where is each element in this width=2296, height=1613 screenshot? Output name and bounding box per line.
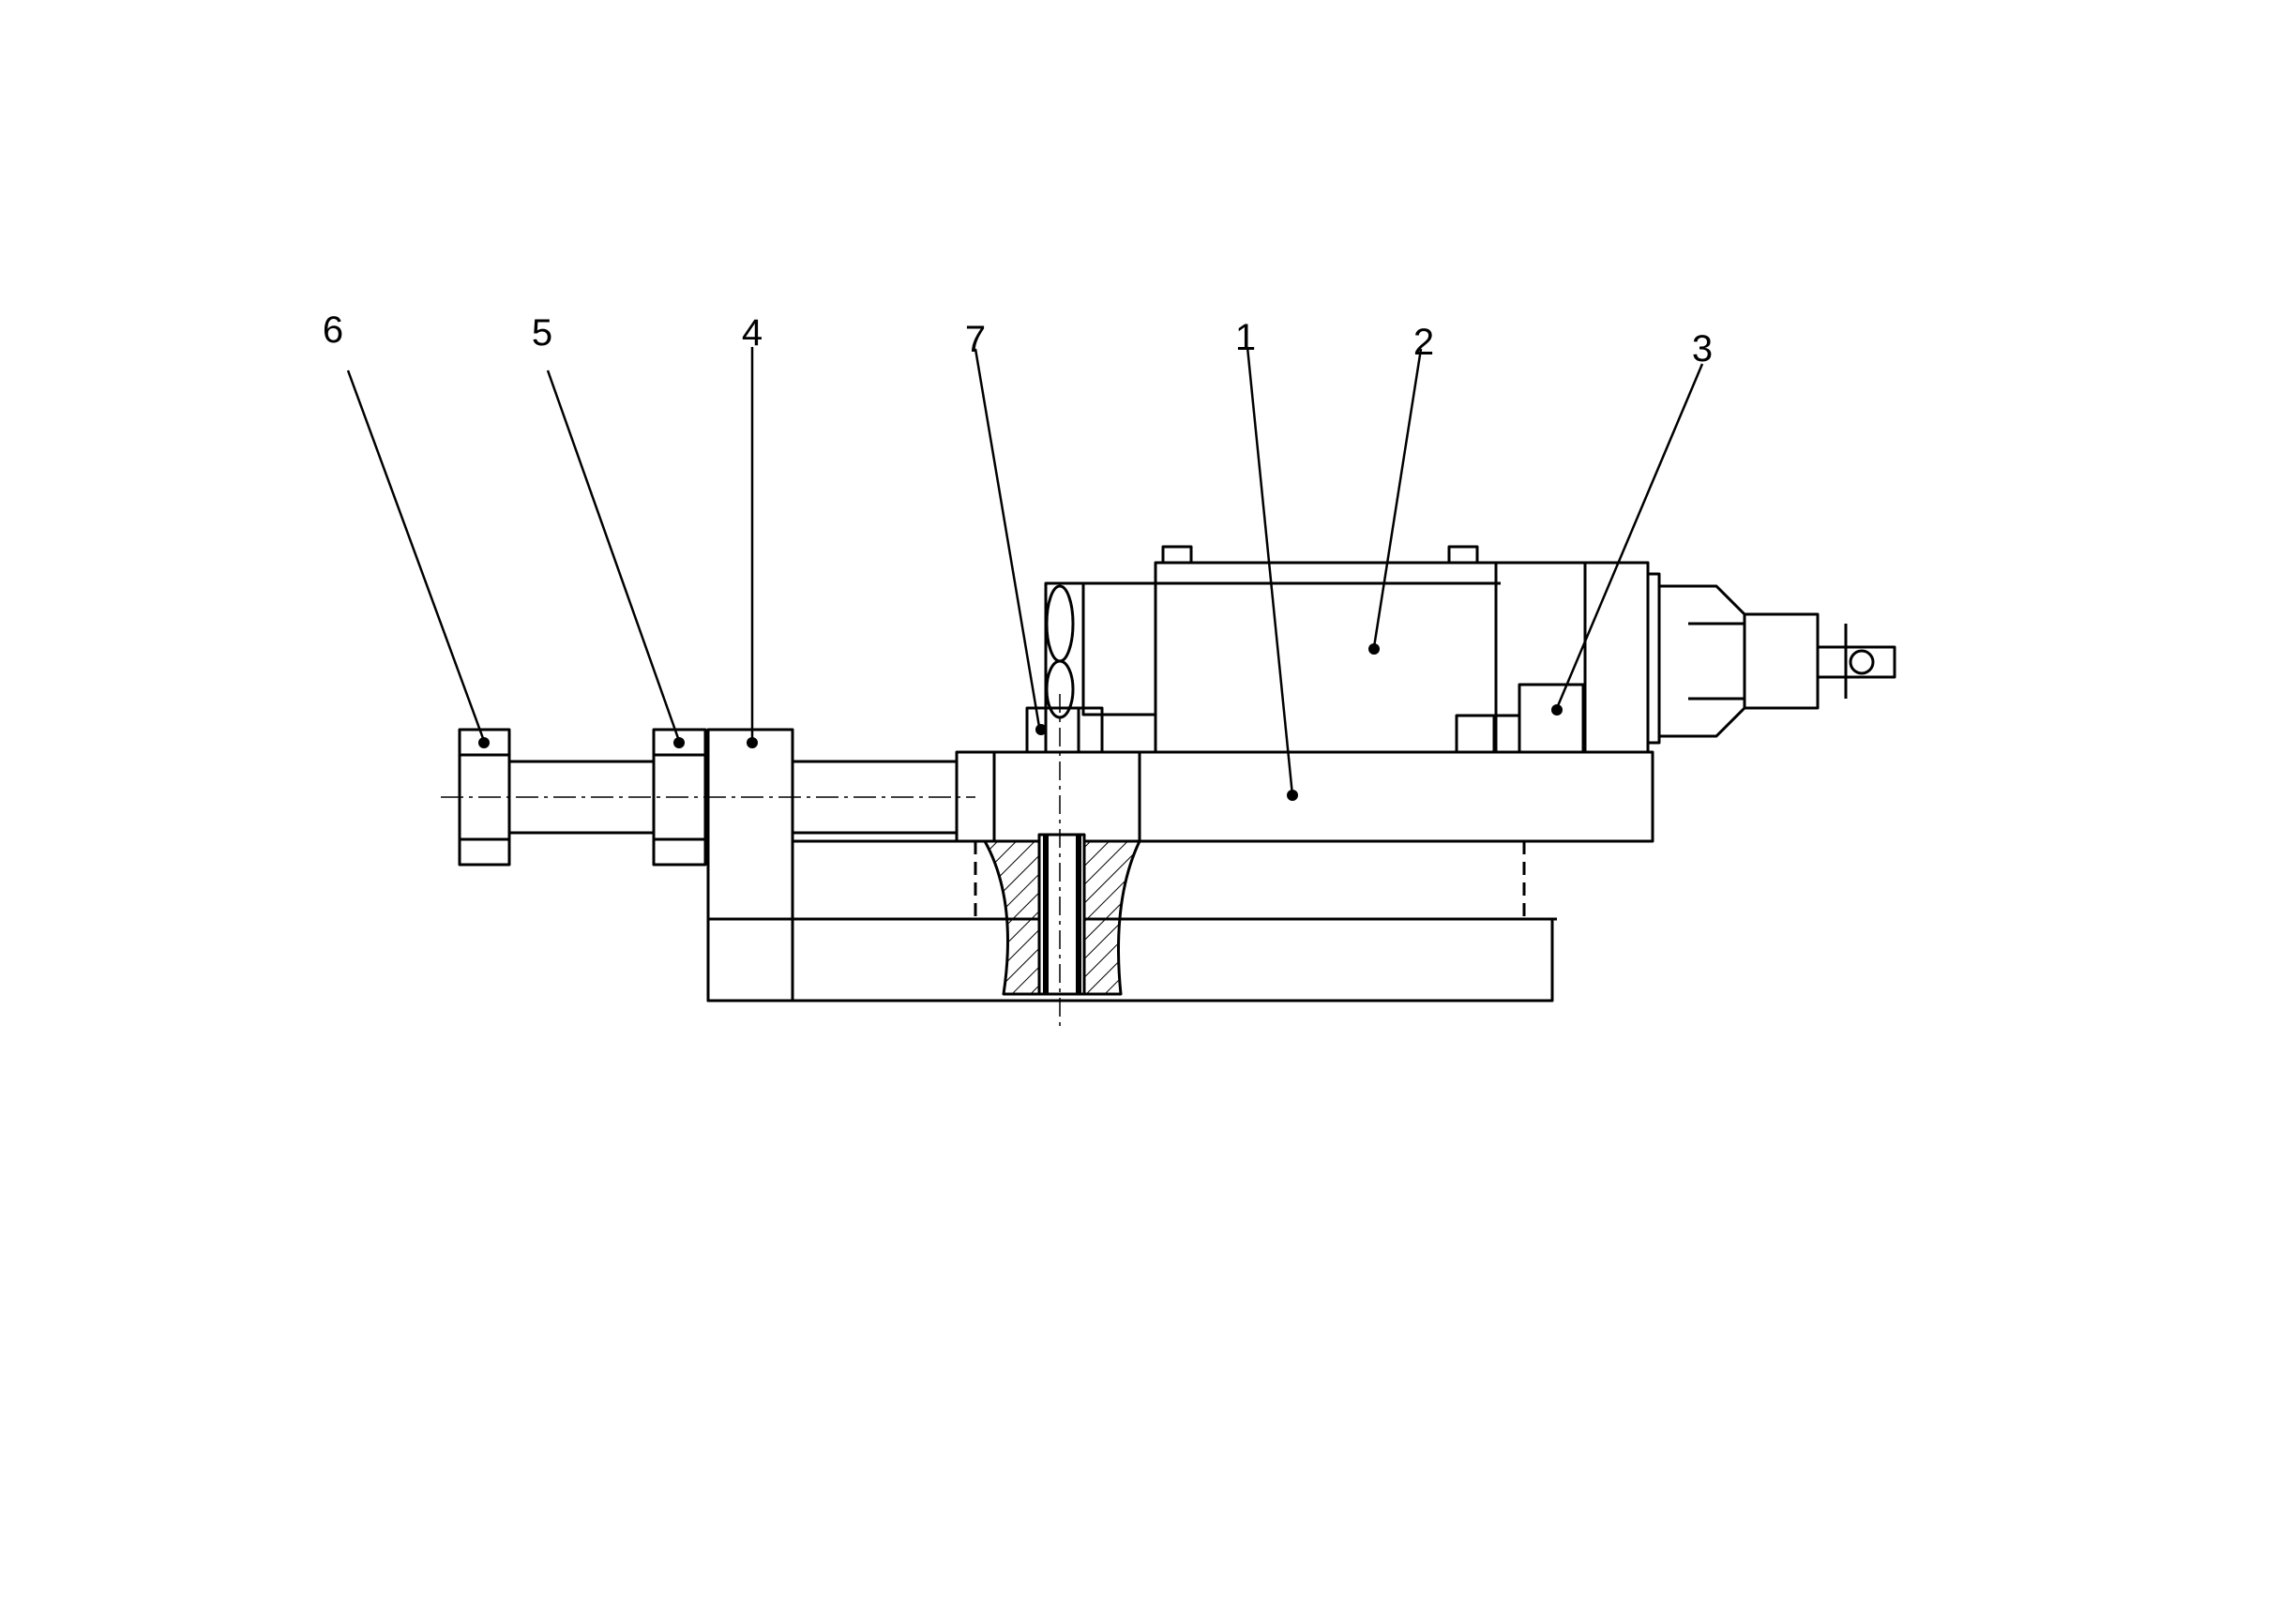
part-4-bracket [706,728,794,1002]
label-4: 4 [742,312,763,354]
part-2-cylinder-body [1044,545,1650,754]
leader-lines [346,346,1704,796]
threaded-rod [441,760,975,835]
label-7: 7 [965,319,986,360]
label-1: 1 [1235,317,1256,358]
label-3: 3 [1692,328,1713,369]
label-6: 6 [323,309,343,351]
part-3-rod-clevis [1646,572,1896,745]
section-boss [983,694,1141,1032]
label-5: 5 [532,312,552,354]
label-2: 2 [1413,322,1434,363]
plate-spacer [793,839,1557,921]
leader-dots [478,643,1563,801]
part-1-top-plate [955,750,1654,843]
base-lower-plate [706,917,1554,1002]
